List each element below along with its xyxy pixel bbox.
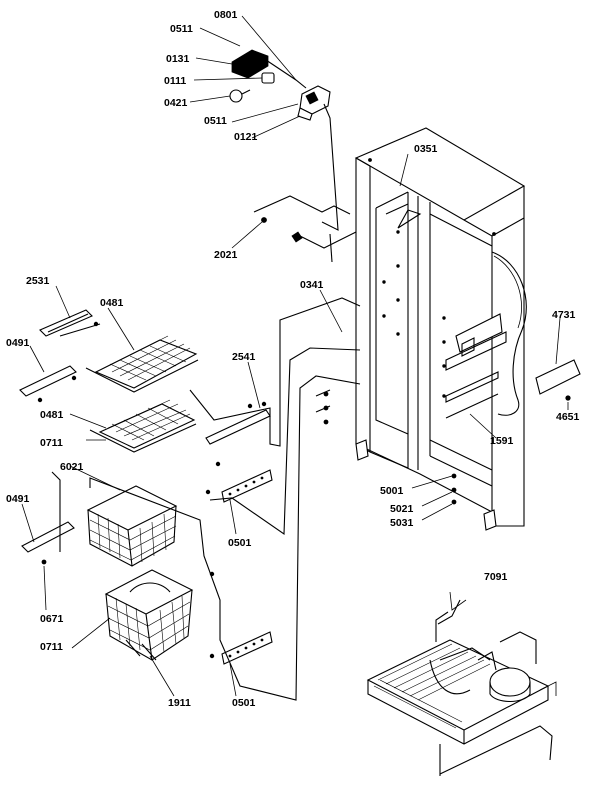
label-2021: 2021 [214, 249, 238, 261]
refrigerator-cabinet [315, 127, 581, 531]
label-0351: 0351 [414, 143, 438, 155]
label-0801: 0801 [214, 9, 238, 21]
label-6021: 6021 [60, 461, 84, 473]
label-2541: 2541 [232, 351, 256, 363]
label-0131: 0131 [166, 53, 190, 65]
label-0511-mid: 0511 [204, 115, 227, 127]
leader-lines [21, 15, 569, 776]
label-0121: 0121 [234, 131, 258, 143]
label-0421: 0421 [164, 97, 188, 109]
basket-0711 [104, 569, 194, 661]
label-0341: 0341 [300, 279, 324, 291]
label-0511-top: 0511 [170, 23, 193, 35]
label-5031: 5031 [390, 517, 414, 529]
label-0111: 0111 [164, 75, 186, 87]
basket-6021 [86, 485, 178, 567]
label-1911: 1911 [168, 697, 191, 709]
label-0481-mid: 0481 [40, 409, 64, 421]
label-0501-lower: 0501 [232, 697, 256, 709]
label-5021: 5021 [390, 503, 414, 515]
label-0491-top: 0491 [6, 337, 30, 349]
rail-2541 [205, 401, 271, 445]
label-4651: 4651 [556, 411, 580, 423]
label-0501-upper: 0501 [228, 537, 252, 549]
machine-compartment-7091 [366, 611, 557, 745]
shelf-2531-and-0481 [19, 309, 199, 453]
rail-0501-lower [209, 631, 273, 665]
label-4731: 4731 [552, 309, 576, 321]
label-1591: 1591 [490, 435, 514, 447]
label-0711-mid: 0711 [40, 437, 63, 449]
wire-connector-2021 [253, 195, 357, 249]
label-0481-top: 0481 [100, 297, 124, 309]
rail-0501-upper [205, 461, 273, 503]
rail-0491-lower [21, 521, 75, 565]
label-7091: 7091 [484, 571, 508, 583]
label-2531: 2531 [26, 275, 50, 287]
label-0711-lower: 0711 [40, 641, 63, 653]
part-labels: 0801 0511 0131 0111 0421 0511 0121 0351 … [6, 9, 580, 709]
label-0491-lower: 0491 [6, 493, 30, 505]
label-0671: 0671 [40, 613, 64, 625]
label-5001: 5001 [380, 485, 404, 497]
